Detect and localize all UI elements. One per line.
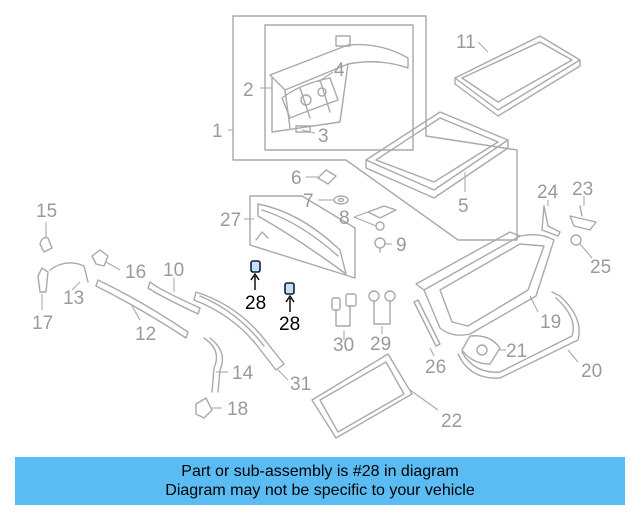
part-15-clip — [39, 236, 53, 253]
callout-7: 7 — [303, 191, 314, 212]
callout-16: 16 — [125, 262, 146, 283]
parts-diagram: 1 2 3 4 5 6 7 8 9 10 11 12 13 14 15 16 1… — [32, 15, 611, 439]
part-2-panel — [269, 35, 409, 133]
part-14-seal — [203, 337, 224, 393]
callout-28-a: 28 — [245, 293, 266, 314]
part-7-grommet — [333, 195, 349, 205]
callout-13: 13 — [63, 288, 84, 309]
part-22-glass — [311, 353, 413, 439]
callout-23: 23 — [572, 179, 593, 200]
info-banner: Part or sub-assembly is #28 in diagram D… — [15, 457, 625, 505]
callout-14: 14 — [232, 363, 254, 384]
part-13-seal — [49, 262, 89, 283]
part-10-rail — [147, 281, 201, 315]
callout-8: 8 — [339, 208, 350, 229]
callout-9: 9 — [396, 235, 407, 256]
callout-10: 10 — [163, 260, 184, 281]
callout-6: 6 — [291, 168, 302, 189]
callout-24: 24 — [537, 182, 559, 203]
callout-18: 18 — [227, 399, 248, 420]
leader-lines — [41, 41, 593, 411]
part-11-panel — [454, 35, 581, 117]
part-26-strip — [413, 299, 441, 347]
callout-21: 21 — [506, 341, 527, 362]
callout-27: 27 — [220, 210, 241, 231]
part-16-clip — [91, 249, 109, 267]
assembly-1-outline — [232, 15, 518, 241]
part-25-bolt — [570, 234, 582, 246]
part-19-rear-window — [415, 231, 555, 336]
part-28-fastener-a — [250, 260, 261, 273]
part-27-trim — [249, 195, 356, 279]
part-9-bolt — [374, 237, 386, 253]
callout-19: 19 — [540, 312, 561, 333]
part-23-bracket — [569, 205, 597, 231]
part-6-clip — [317, 169, 337, 185]
part-30-clips — [331, 293, 357, 327]
part-12-rail — [95, 279, 189, 339]
callout-30: 30 — [333, 335, 354, 356]
part-31-rail — [193, 291, 285, 371]
banner-line-2: Diagram may not be specific to your vehi… — [165, 482, 475, 499]
part-4-mechanism — [281, 77, 339, 119]
callout-31: 31 — [290, 374, 311, 395]
callout-numbers: 1 2 3 4 5 6 7 8 9 10 11 12 13 14 15 16 1… — [32, 32, 611, 432]
callout-12: 12 — [135, 324, 156, 345]
callout-11: 11 — [456, 32, 476, 53]
callout-20: 20 — [581, 361, 602, 382]
banner-line-1: Part or sub-assembly is #28 in diagram — [181, 463, 459, 480]
part-21-latch — [461, 335, 501, 365]
callout-25: 25 — [590, 257, 611, 278]
callout-1: 1 — [212, 121, 223, 142]
callout-17: 17 — [32, 313, 53, 334]
part-17-clip — [37, 267, 49, 293]
callout-26: 26 — [425, 357, 446, 378]
callout-4: 4 — [334, 60, 345, 81]
part-18-clip — [195, 397, 213, 419]
callout-29: 29 — [370, 334, 391, 355]
part-28-fastener-b — [284, 282, 295, 295]
callout-3: 3 — [318, 126, 329, 147]
callout-15: 15 — [36, 201, 57, 222]
part-5-roof-panel — [365, 111, 509, 199]
callout-22: 22 — [441, 411, 462, 432]
part-29-bolts — [368, 290, 396, 325]
part-8-bracket — [367, 205, 397, 231]
part-20-seal — [457, 291, 580, 379]
callout-5: 5 — [458, 196, 469, 217]
part-24-bracket — [541, 205, 561, 237]
callout-2: 2 — [243, 80, 254, 101]
callout-28-b: 28 — [279, 314, 300, 335]
